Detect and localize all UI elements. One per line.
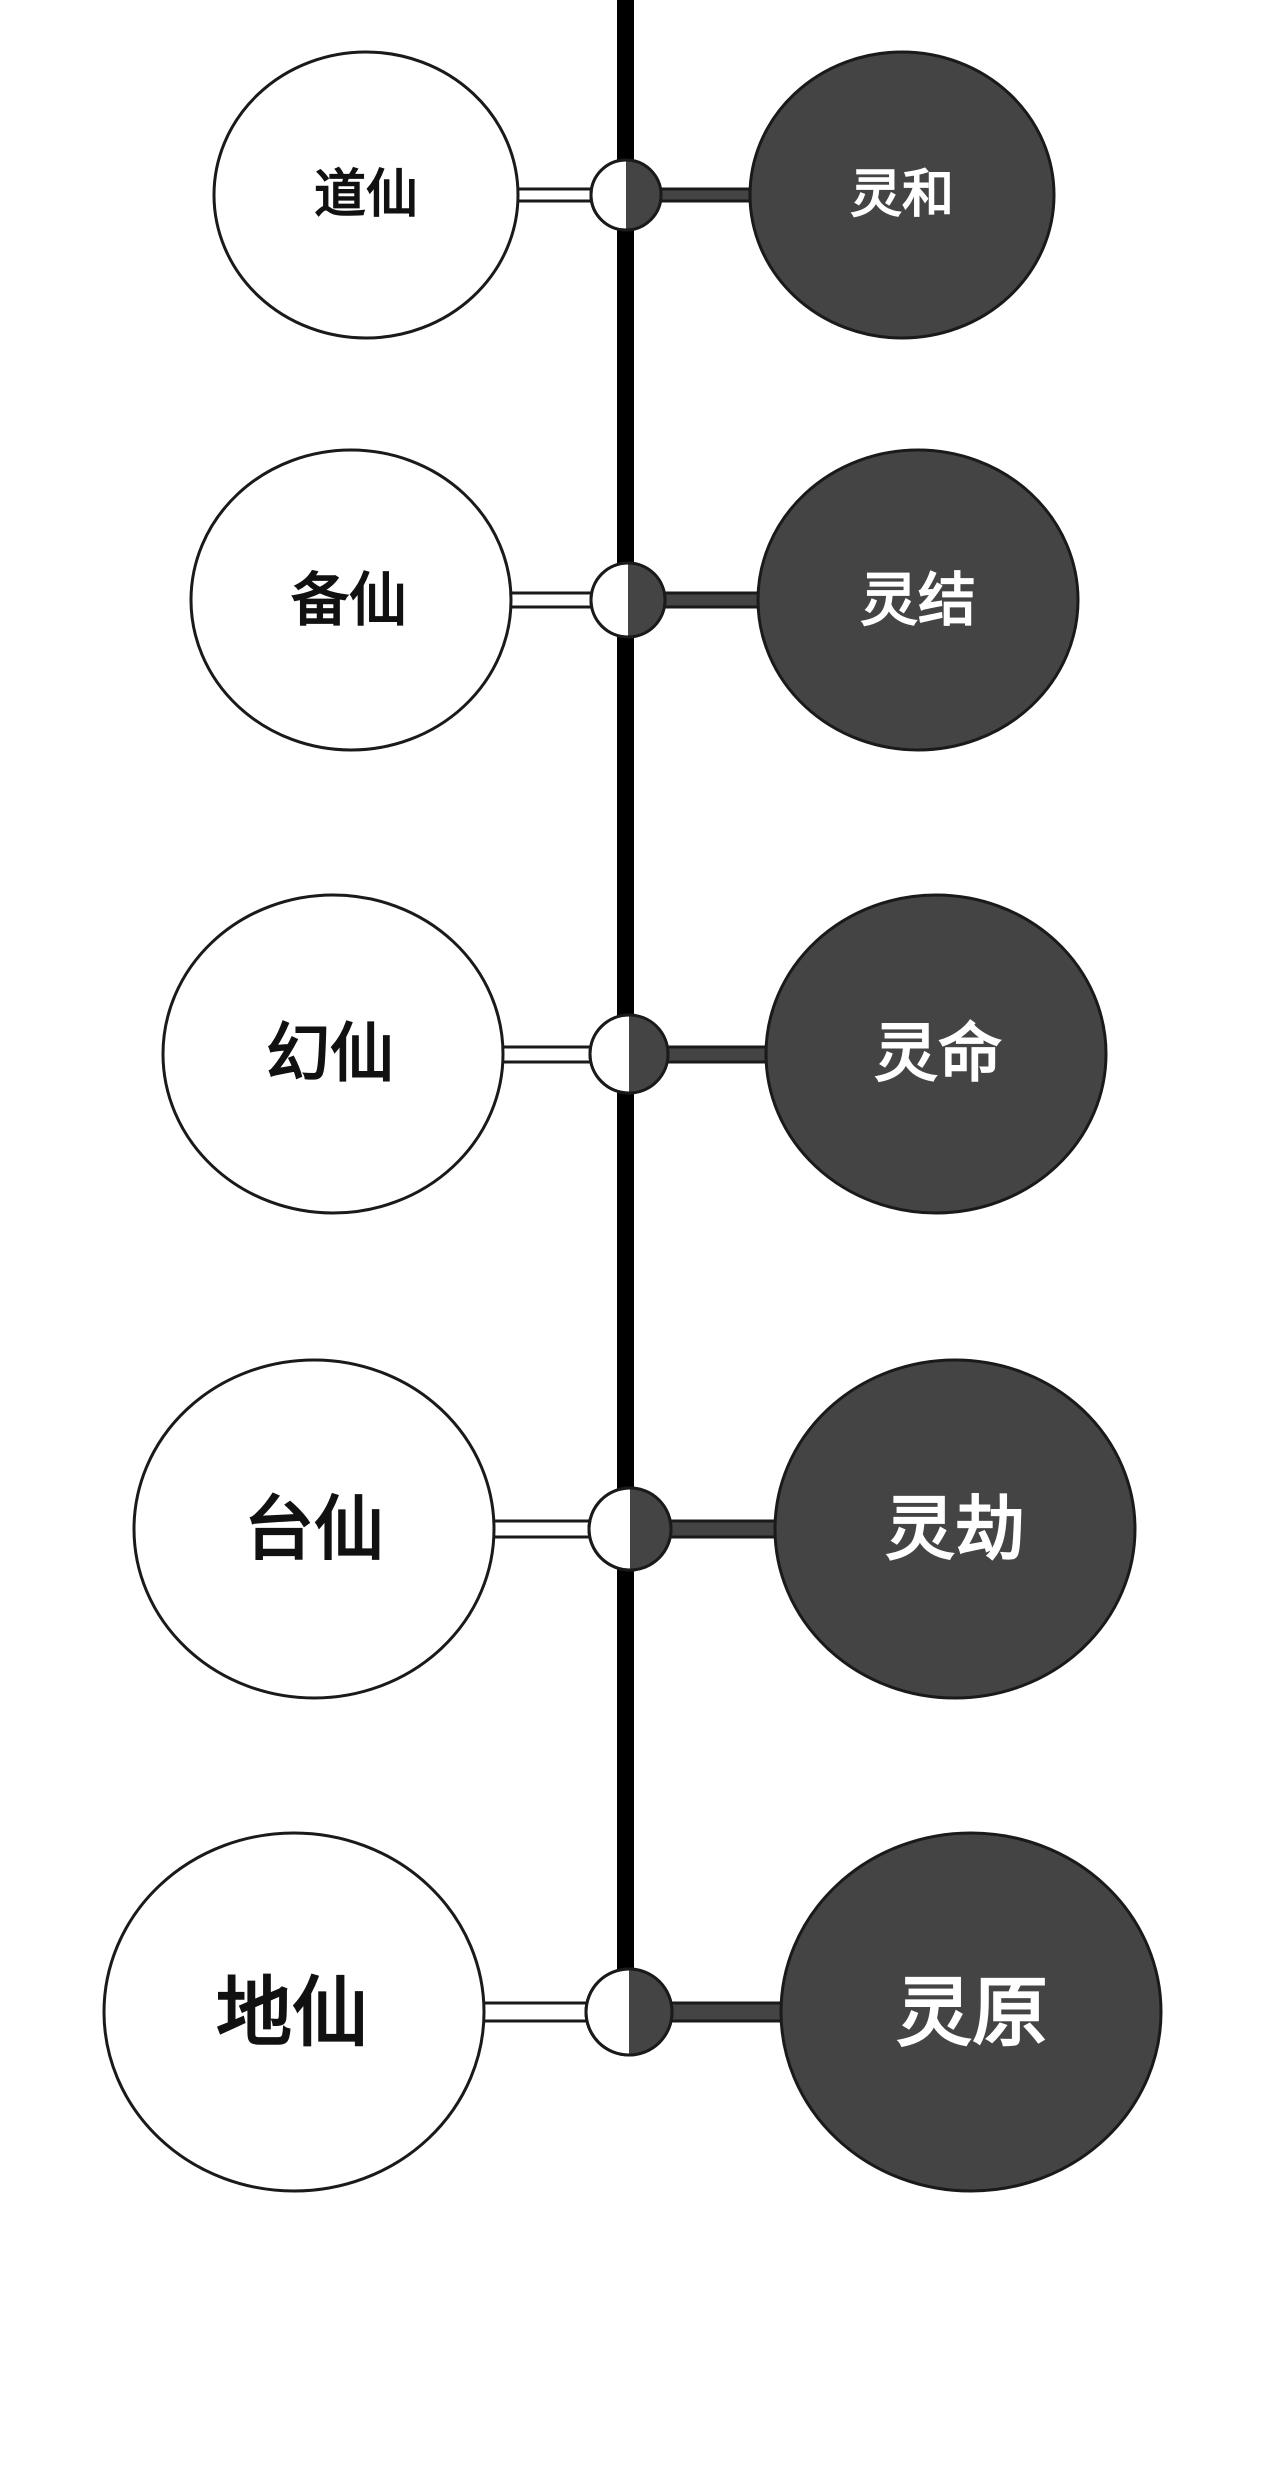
left-connector	[500, 1045, 600, 1064]
junction-node	[589, 561, 667, 639]
left-node-circle	[132, 1358, 496, 1700]
left-node-label: 地仙	[216, 1968, 368, 2057]
pair-row: 道仙 灵和	[212, 50, 1056, 340]
pair-row: 地仙 灵原	[102, 1831, 1163, 2193]
central-spine	[617, 0, 634, 2000]
junction-node	[584, 1967, 674, 2057]
right-node-circle	[779, 1831, 1163, 2193]
right-connector	[648, 591, 764, 609]
right-connector	[648, 187, 752, 203]
left-connector	[492, 1519, 600, 1539]
right-node-circle	[748, 50, 1056, 340]
left-node-circle	[161, 893, 505, 1215]
junction-node	[589, 158, 663, 232]
junction-node	[587, 1486, 673, 1572]
left-connector	[484, 2001, 600, 2023]
left-node-label: 备仙	[291, 566, 407, 634]
right-node-label: 灵劫	[885, 1488, 1025, 1570]
left-node-circle	[102, 1831, 486, 2193]
right-node-circle	[773, 1358, 1137, 1700]
junction-node	[588, 1013, 670, 1095]
left-node-label: 幻仙	[266, 1018, 394, 1092]
pair-row: 幻仙 灵命	[161, 893, 1108, 1215]
right-connector	[650, 1045, 772, 1064]
right-connector	[654, 2001, 794, 2023]
right-node-label: 灵命	[874, 1018, 1002, 1092]
pair-row: 备仙 灵结	[189, 448, 1080, 752]
left-connector	[512, 187, 600, 203]
left-node-circle	[189, 448, 513, 752]
right-connector	[652, 1519, 784, 1539]
right-node-label: 灵结	[860, 566, 976, 634]
left-node-circle	[212, 50, 520, 340]
left-node-label: 道仙	[314, 165, 418, 225]
left-connector	[506, 591, 600, 609]
right-node-label: 灵原	[896, 1968, 1048, 2057]
left-node-label: 台仙	[244, 1488, 384, 1570]
pair-row: 台仙 灵劫	[132, 1358, 1137, 1700]
right-node-circle	[756, 448, 1080, 752]
right-node-circle	[764, 893, 1108, 1215]
right-node-label: 灵和	[850, 165, 954, 225]
